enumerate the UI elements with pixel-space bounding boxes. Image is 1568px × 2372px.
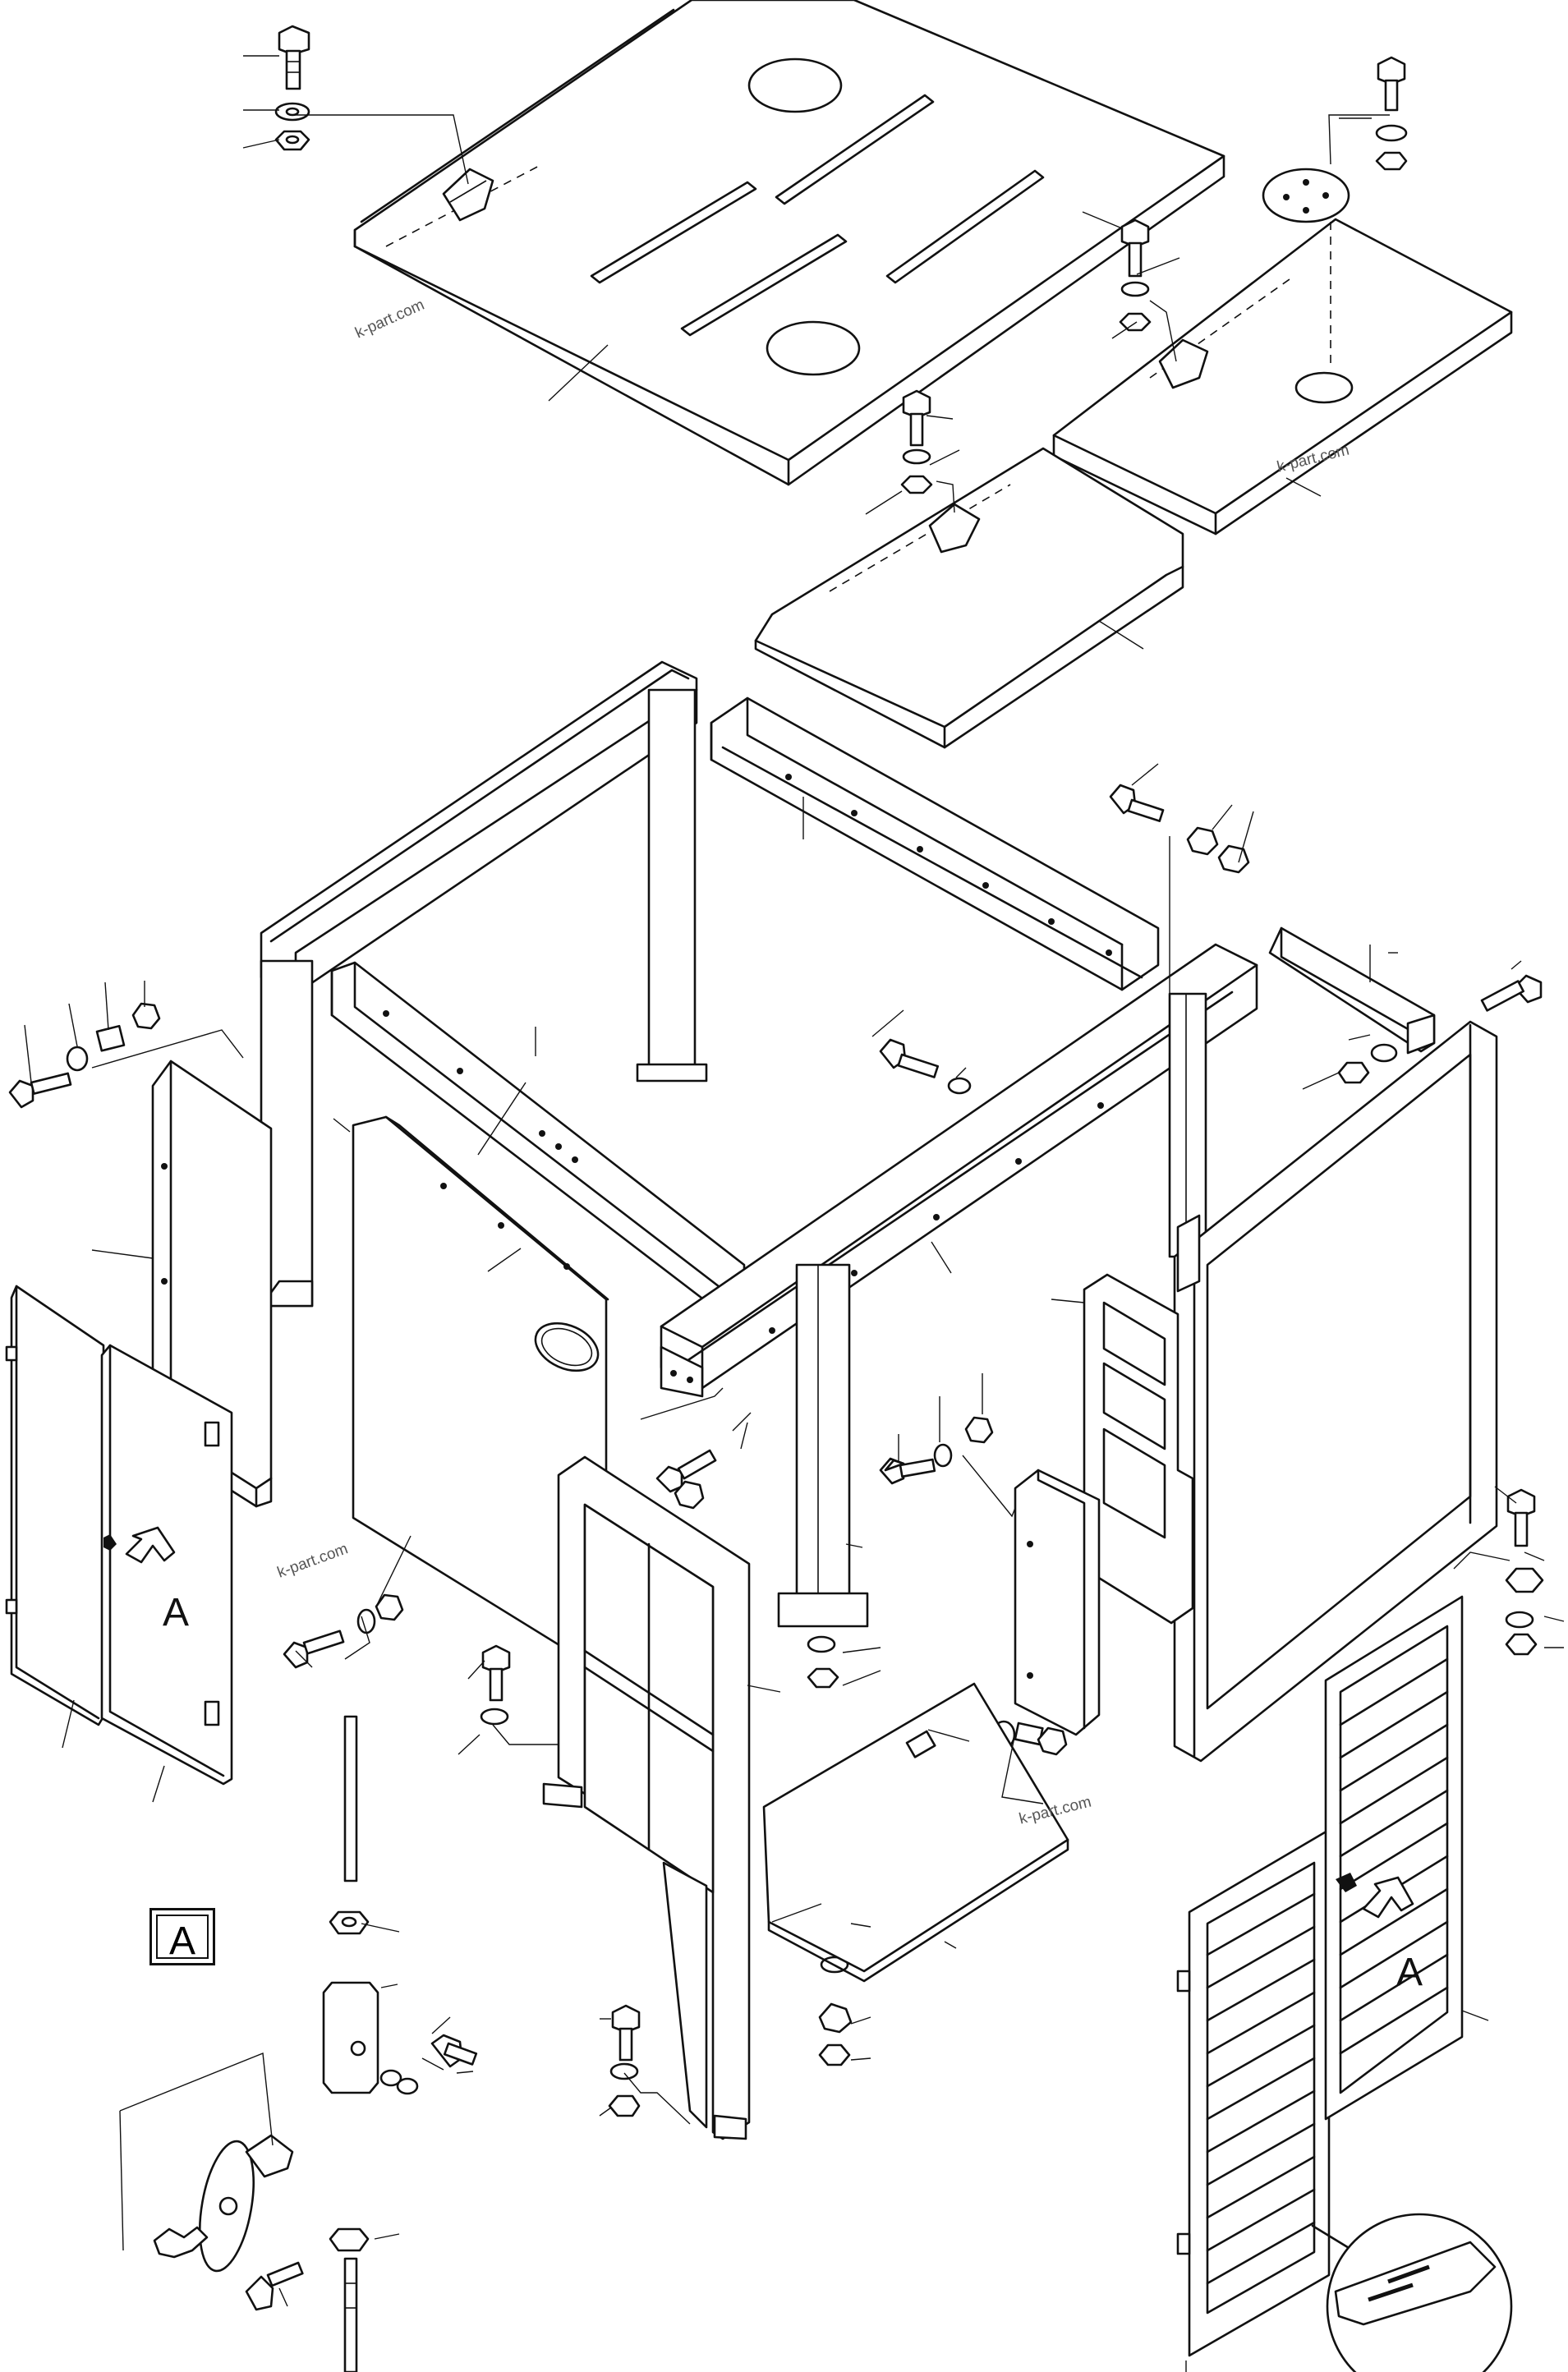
right-back-upright bbox=[1168, 992, 1207, 1258]
center-upright-post bbox=[777, 1263, 869, 1628]
left-door-arrow-marker bbox=[125, 1526, 176, 1564]
callout-label-right-door: A bbox=[1396, 1951, 1423, 1994]
front-door-frame bbox=[542, 1455, 751, 2140]
middle-cover-clamp bbox=[928, 503, 981, 554]
middle-cover-panel bbox=[754, 447, 1184, 749]
right-small-plate bbox=[1014, 1469, 1101, 1736]
detail-a-label: A bbox=[168, 1919, 195, 1963]
bolt-middle-cover bbox=[900, 389, 933, 494]
right-window-frame bbox=[1083, 1273, 1194, 1625]
right-angle-bracket bbox=[1268, 926, 1436, 1055]
right-louvered-door bbox=[1176, 1595, 1464, 2357]
hardware-center-right bbox=[879, 1416, 994, 1485]
lock-cam-and-key bbox=[153, 2134, 304, 2311]
left-door-pair bbox=[5, 1285, 233, 1786]
callout-label-left-door: A bbox=[163, 1591, 190, 1634]
top-cover-panel bbox=[353, 0, 1225, 486]
lock-screws-right bbox=[379, 2034, 478, 2095]
right-cover-panel bbox=[1052, 218, 1513, 536]
nut-washer-right-bracket bbox=[1337, 1043, 1398, 1084]
leader-lines bbox=[24, 55, 1565, 2372]
louvre-section-detail bbox=[1311, 2213, 1513, 2372]
right-door-arrow-marker bbox=[1362, 1876, 1414, 1919]
right-cover-clamp bbox=[1158, 338, 1209, 389]
bolt-frame-top-right bbox=[1109, 784, 1250, 874]
hardware-center-front bbox=[655, 1449, 717, 1510]
floor-plate bbox=[762, 1682, 1069, 1983]
hardware-left-lower bbox=[283, 1593, 404, 1669]
back-left-frame bbox=[260, 660, 708, 1308]
cover-plate-with-holes bbox=[1262, 168, 1350, 223]
bolt-far-right bbox=[1480, 974, 1543, 1012]
upper-back-beam bbox=[710, 696, 1160, 991]
bolt-right-cover bbox=[1119, 218, 1152, 332]
right-back-frame bbox=[1173, 1020, 1498, 1763]
hardware-door-post-base bbox=[608, 2004, 641, 2117]
lock-rod-assembly bbox=[322, 1715, 379, 2372]
detail-a-label-box: A bbox=[149, 1908, 215, 1965]
bolt-top-left bbox=[274, 25, 310, 151]
bolt-frame-center bbox=[879, 1038, 972, 1095]
hardware-door-frame-left bbox=[480, 1644, 511, 1726]
hardware-left-upper bbox=[8, 1002, 161, 1109]
hardware-frame-right-lower bbox=[1505, 1488, 1544, 1656]
bolt-top-right bbox=[1375, 56, 1408, 171]
